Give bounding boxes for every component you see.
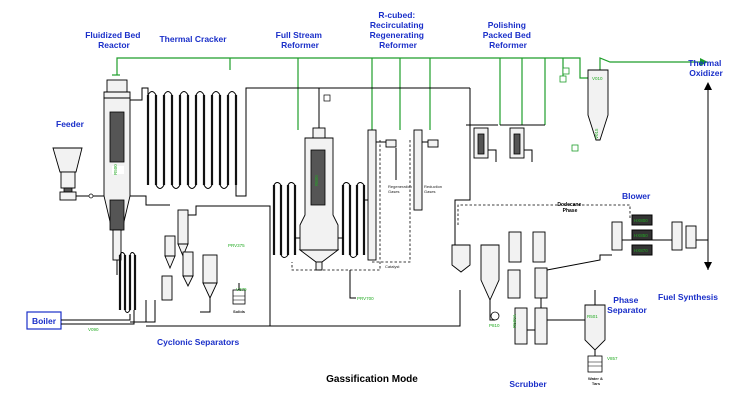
polishing-reformer-label: Polishing Packed Bed Reformer [483, 20, 534, 50]
prv700-tag: PRV700 [357, 296, 374, 301]
scrubber-label: Scrubber [509, 379, 547, 389]
regeneration-gases-label: Regeneration Gases [388, 184, 413, 194]
to-l2: Oxidizer [689, 68, 723, 78]
dp-l1: Dodecane [557, 202, 581, 208]
fuel-synthesis-label: Fuel Synthesis [658, 292, 718, 302]
dp-l2: Phase [563, 208, 578, 214]
r501-tag: R501 [587, 314, 598, 319]
fsr-l1: Full Stream [276, 30, 323, 40]
fluidized-bed-reactor [103, 79, 131, 275]
hx850-tag: HX850 [634, 233, 648, 238]
boiler-label: Boiler [32, 316, 57, 326]
thermal-oxidizer: V010 V015 [587, 69, 609, 141]
rcubed-l2: Recirculating [370, 20, 424, 30]
v379-tag: V379 [236, 287, 247, 292]
ppbr-l2: Packed Bed [483, 30, 531, 40]
thermal-cracker-label: Thermal Cracker [159, 34, 227, 44]
water-tars-l2: Tars [592, 381, 601, 386]
dodecane-phase-label: Dodecane Phase [557, 202, 582, 214]
r600-tag: R600 [314, 175, 319, 186]
full-stream-reformer-label: Full Stream Reformer [276, 30, 325, 50]
boiler: Boiler V090 [26, 300, 156, 332]
ps-l2: Separator [607, 305, 647, 315]
phase-separator: V857 Water & Tars R501 [547, 290, 618, 386]
reformer-coils [272, 182, 366, 258]
rcubed-l1: R-cubed: [378, 10, 415, 20]
feeder-hopper [52, 147, 108, 201]
water-tars-label: Water & Tars [588, 376, 604, 386]
cyclonic-separators: PRV375 V379 Solids [130, 195, 461, 327]
v857-tag: V857 [607, 356, 618, 361]
feeder-label: Feeder [56, 119, 85, 129]
ppbr-l3: Reformer [489, 40, 527, 50]
syngas-header-line [112, 57, 708, 152]
solids-label: Solids [233, 309, 246, 314]
full-stream-reformer: R600 [298, 88, 340, 271]
regeneration-gases-l1: Regeneration [388, 184, 412, 189]
rcubed-l4: Reformer [379, 40, 417, 50]
catalyst-label: Catalyst [385, 264, 400, 269]
v090-tag: V090 [88, 327, 99, 332]
mode-title: Gassification Mode [326, 374, 418, 385]
r500-tag: R500 [113, 164, 118, 175]
reduction-gases-l2: Gases [424, 189, 436, 194]
reduction-gases-label: Reduction Gases [424, 184, 443, 194]
fluidized-bed-reactor-label: Fluidized Bed Reactor [85, 30, 143, 50]
boiler-coils [118, 252, 137, 313]
regeneration-gases-l2: Gases [388, 189, 400, 194]
water-tars-l1: Water & [588, 376, 603, 381]
r-cubed-label: R-cubed: Recirculating Regenerating Refo… [370, 10, 427, 50]
thermal-cracker-coils [130, 87, 470, 197]
hx800-tag: HX800 [634, 218, 648, 223]
to-l1: Thermal [688, 58, 721, 68]
ps-l1: Phase [613, 295, 638, 305]
rcubed-l3: Regenerating [370, 30, 424, 40]
v015-tag: V015 [594, 128, 599, 139]
hx870-tag: HX870 [634, 248, 648, 253]
ppbr-l1: Polishing [488, 20, 526, 30]
polishing-reformers [454, 88, 545, 245]
blower-label: Blower [622, 191, 651, 201]
p810-tag: P810 [489, 323, 500, 328]
cyclonic-separators-label: Cyclonic Separators [157, 337, 239, 347]
fbr-l1: Fluidized Bed [85, 30, 140, 40]
reduction-gases-l1: Reduction [424, 184, 442, 189]
v010-tag: V010 [592, 76, 603, 81]
thermal-oxidizer-label: Thermal Oxidizer [688, 58, 723, 78]
scrubber-train: P810 R500A [451, 204, 631, 345]
prv375-tag: PRV375 [228, 243, 245, 248]
phase-separator-label: Phase Separator [607, 295, 647, 315]
fsr-l2: Reformer [281, 40, 319, 50]
r-cubed-reformer: Regeneration Gases Reduction Gases Catal… [291, 129, 443, 271]
blower-heat-exchangers: HX800 HX850 HX870 [546, 82, 712, 271]
r500a-tag: R500A [512, 314, 517, 328]
fbr-l2: Reactor [98, 40, 130, 50]
